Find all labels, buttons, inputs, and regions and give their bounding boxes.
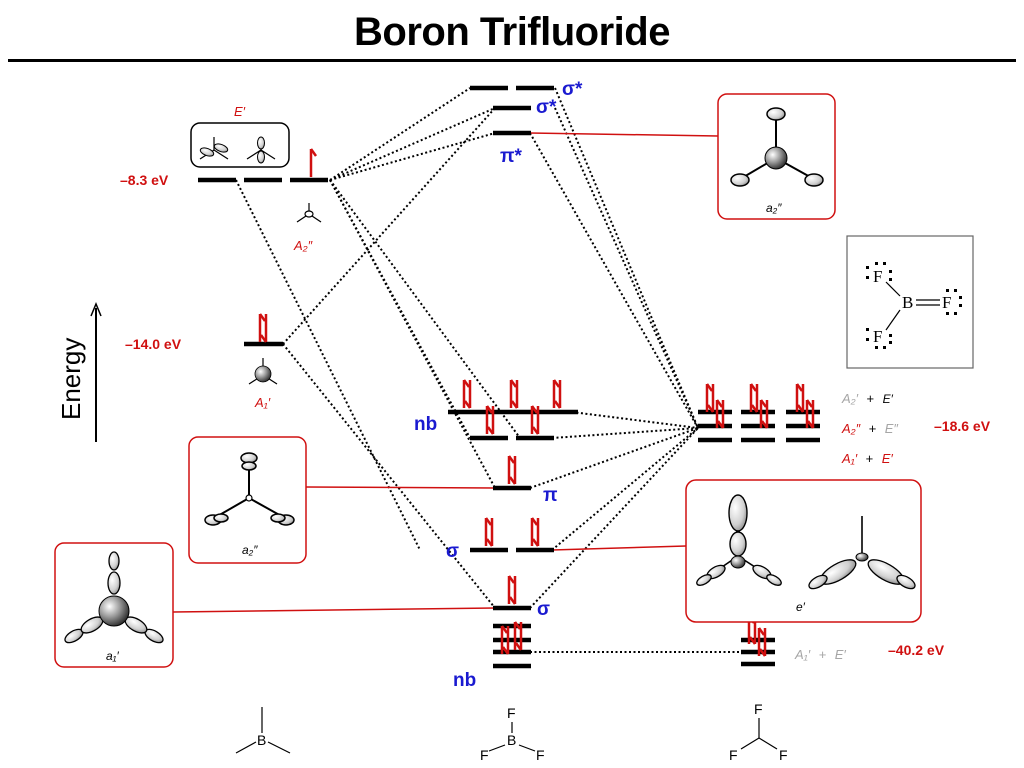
f-sym-row4: A₁′ + E′	[794, 646, 846, 663]
nb-electrons-3	[554, 380, 560, 408]
f-sym-row2: A₂″ + E″	[841, 420, 898, 437]
correlation-lines	[235, 87, 745, 653]
energy-fluorine-2p: –18.6 eV	[934, 418, 991, 434]
energy-fluorine-2s: –40.2 eV	[888, 642, 945, 658]
mo-label-pi-star: π*	[500, 146, 523, 167]
p-orbital-e-icon-2	[246, 136, 276, 164]
boron-a2-label: A₂″	[293, 238, 313, 253]
sigma-e-electrons-1	[486, 518, 492, 546]
boron-structure-b: B	[257, 732, 266, 748]
lewis-f-top: F	[873, 267, 882, 286]
mo-label-sigma-star-2: σ*	[536, 97, 557, 118]
page-title: Boron Trifluoride	[354, 10, 670, 54]
bf3-f-left: F	[480, 747, 489, 763]
boron-e-prime-label: E′	[234, 104, 246, 119]
mo-label-pi: π	[543, 485, 558, 506]
p-orbital-e-icon-1	[199, 137, 229, 160]
boron-atomic-orbitals: –8.3 eV –14.0 eV E′ A₂″ A₁′	[120, 104, 328, 410]
orbital-box-mid-left: a₂″	[188, 436, 307, 564]
mo-label-sigma-e: σ	[446, 541, 459, 562]
mo-label-nb-lower: nb	[453, 670, 476, 691]
lewis-f-right: F	[942, 293, 951, 312]
p-orbital-a2-icon	[296, 203, 322, 223]
box-label-right-mid: e′	[796, 600, 806, 614]
fluorines-structure: F F F	[729, 701, 788, 763]
nb-lower-electrons-2	[515, 622, 521, 650]
energy-boron-p: –8.3 eV	[120, 172, 169, 188]
mo-label-sigma-star-1: σ*	[562, 79, 583, 100]
e-prime-orbital-box	[190, 122, 290, 168]
box-label-bottom-left: a₁′	[106, 649, 119, 663]
f2p-electrons-1	[707, 384, 713, 412]
orbital-box-bottom-left: a₁′	[54, 542, 174, 668]
bf3-structure: F B F F	[480, 705, 545, 763]
pi-electrons	[509, 456, 515, 484]
nb-electrons-1	[464, 380, 470, 408]
boron-structure: B	[235, 707, 291, 754]
orbital-box-connectors	[172, 132, 719, 613]
boron-s-electrons	[260, 314, 266, 342]
box-label-top-right: a₂″	[766, 201, 782, 215]
f3-f-right: F	[779, 747, 788, 763]
lewis-boron: B	[902, 293, 913, 312]
mo-label-sigma-a: σ	[537, 599, 550, 620]
energy-boron-s: –14.0 eV	[125, 336, 182, 352]
bf3-b: B	[507, 732, 516, 748]
f-sym-row3: A₁′ + E′	[841, 450, 893, 467]
f2p-electrons-3	[751, 384, 757, 412]
energy-axis: Energy	[56, 302, 102, 442]
mo-label-nb-upper: nb	[414, 414, 437, 435]
sigma-a-electrons	[509, 576, 515, 604]
f-sym-row1: A₂′ + E′	[841, 390, 894, 407]
bf3-f-top: F	[507, 705, 516, 721]
boron-p-electron	[309, 147, 318, 179]
orbital-box-top-right: a₂″	[717, 93, 836, 220]
title-rule	[8, 59, 1016, 62]
energy-axis-label: Energy	[56, 338, 86, 420]
s-orbital-a1-icon	[248, 358, 278, 385]
boron-a1-label: A₁′	[254, 395, 271, 410]
lewis-structure-box: B F F F	[846, 235, 974, 369]
nb-electrons-2	[511, 380, 517, 408]
lewis-f-bottom: F	[873, 327, 882, 346]
f3-f-left: F	[729, 747, 738, 763]
lewis-lone-pairs	[866, 262, 962, 349]
nb-electrons-4	[487, 406, 493, 434]
orbital-box-right-mid: e′	[685, 479, 922, 623]
box-label-mid-left: a₂″	[242, 543, 258, 557]
fluorine-group-orbitals: A₂′ + E′ A₂″ + E″ A₁′ + E′ –18.6 eV A₁′ …	[698, 384, 991, 667]
f2p-electrons-5	[797, 384, 803, 412]
nb-electrons-5	[532, 406, 538, 434]
bf3-f-right: F	[536, 747, 545, 763]
sigma-e-electrons-2	[532, 518, 538, 546]
f3-f-top: F	[754, 701, 763, 717]
molecular-orbitals: σ* σ* π* nb π σ σ nb	[414, 79, 583, 691]
